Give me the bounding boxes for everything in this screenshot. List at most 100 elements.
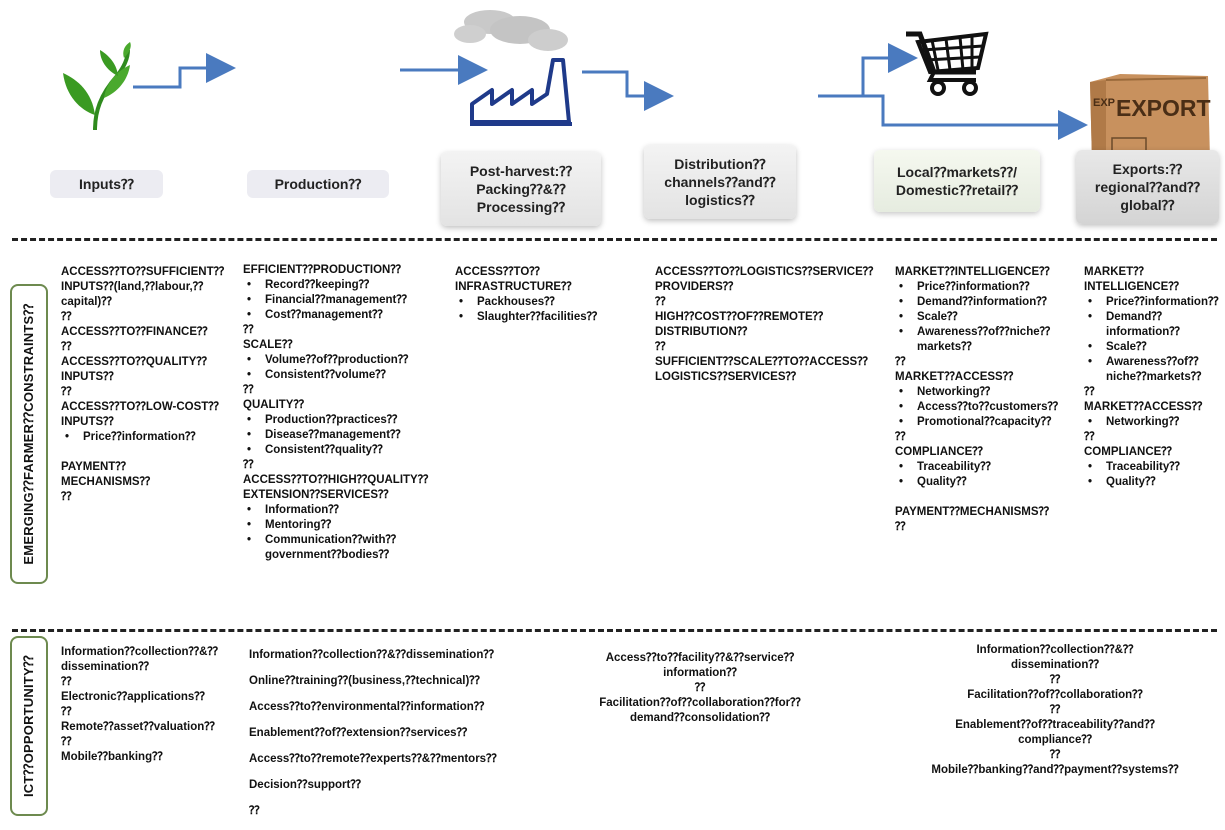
constraint-line: ACCESS⁇TO⁇HIGH⁇QUALITY⁇: [243, 474, 429, 486]
constraint-line: INPUTS⁇(land,⁇labour,⁇: [61, 281, 204, 293]
constraint-line: ⁇: [895, 431, 906, 443]
constraints-local-markets: MARKET⁇INTELLIGENCE⁇ Price⁇information⁇De…: [895, 265, 1075, 535]
factory-icon: [454, 10, 572, 126]
bullet-item: Networking⁇: [1084, 415, 1224, 430]
constraint-line: [895, 490, 1075, 505]
constraint-line: LOGISTICS⁇SERVICES⁇: [655, 371, 797, 383]
constraint-line: ⁇: [243, 324, 254, 336]
export-box-side-label: EXP: [1093, 97, 1115, 109]
constraint-line: [61, 445, 221, 460]
opportunity-line: Facilitation⁇of⁇collaboration⁇for⁇: [599, 697, 801, 709]
stage-local-markets: Local⁇markets⁇/ Domestic⁇retail⁇: [874, 150, 1040, 212]
constraint-line: ⁇: [61, 491, 72, 503]
constraint-line: ACCESS⁇TO⁇LOGISTICS⁇SERVICE⁇: [655, 266, 874, 278]
constraint-line: ACCESS⁇TO⁇QUALITY⁇: [61, 356, 207, 368]
constraint-line: PAYMENT⁇: [61, 461, 126, 473]
opportunity-line: Electronic⁇applications⁇: [61, 691, 205, 703]
constraint-line: ACCESS⁇TO⁇FINANCE⁇: [61, 326, 208, 338]
bullet-item: Access⁇to⁇customers⁇: [895, 400, 1075, 415]
stage-local-markets-label: Local⁇markets⁇/ Domestic⁇retail⁇: [895, 164, 1019, 198]
constraint-line: DISTRIBUTION⁇: [655, 326, 748, 338]
stage-distribution: Distribution⁇ channels⁇and⁇ logistics⁇: [644, 145, 796, 219]
opportunity-line: demand⁇consolidation⁇: [629, 712, 771, 724]
opportunity-line: Enablement⁇of⁇traceability⁇and⁇: [955, 719, 1155, 731]
opportunity-line: ⁇: [1049, 674, 1061, 686]
bullet-item: Record⁇keeping⁇: [243, 278, 433, 293]
bullet-item: Awareness⁇of⁇niche⁇: [895, 325, 1075, 340]
bullet-item: Mentoring⁇: [243, 518, 433, 533]
opportunity-line: dissemination⁇: [61, 661, 149, 673]
bullet-item: Traceability⁇: [895, 460, 1075, 475]
constraint-line: MARKET⁇: [1084, 266, 1144, 278]
constraint-line: ⁇: [655, 341, 666, 353]
opportunity-line: compliance⁇: [1018, 734, 1092, 746]
constraint-line: MARKET⁇INTELLIGENCE⁇: [895, 266, 1050, 278]
constraint-line: INPUTS⁇: [61, 416, 114, 428]
seedling-icon: [63, 42, 131, 131]
bullet-item: Financial⁇management⁇: [243, 293, 433, 308]
flow-arrow-1: [133, 53, 236, 89]
constraint-line: COMPLIANCE⁇: [1084, 446, 1172, 458]
constraint-line: MARKET⁇ACCESS⁇: [1084, 401, 1203, 413]
bullet-item: Consistent⁇volume⁇: [243, 368, 433, 383]
opportunity-line: Access⁇to⁇environmental⁇information⁇: [249, 701, 485, 713]
opportunity-line: Access⁇to⁇remote⁇experts⁇&⁇mentors⁇: [249, 753, 497, 765]
stage-inputs-label: Inputs⁇: [79, 176, 134, 192]
stage-production: Production⁇: [247, 170, 389, 198]
bullet-item: Consistent⁇quality⁇: [243, 443, 433, 458]
constraint-line: markets⁇: [917, 341, 972, 353]
ict-opportunity-production: Information⁇collection⁇&⁇dissemination⁇O…: [249, 648, 509, 830]
opportunity-line: ⁇: [61, 676, 72, 688]
constraint-line: INPUTS⁇: [61, 371, 114, 383]
constraint-line: INTELLIGENCE⁇: [1084, 281, 1179, 293]
opportunity-line: ⁇: [1049, 749, 1061, 761]
constraint-line: MECHANISMS⁇: [61, 476, 151, 488]
bullet-item: Quality⁇: [1084, 475, 1224, 490]
opportunity-line: information⁇: [663, 667, 737, 679]
bullet-item: Price⁇information⁇: [895, 280, 1075, 295]
opportunity-line: ⁇: [61, 736, 72, 748]
constraint-line: ACCESS⁇TO⁇: [455, 266, 540, 278]
bullet-item: Information⁇: [243, 503, 433, 518]
bullet-item: Promotional⁇capacity⁇: [895, 415, 1075, 430]
divider-top: [12, 238, 1217, 241]
bullet-item: Demand⁇: [1084, 310, 1224, 325]
constraint-line: ⁇: [243, 459, 254, 471]
flow-arrow-5: [863, 94, 1088, 140]
bullet-item: Scale⁇: [895, 310, 1075, 325]
constraint-line: capital)⁇: [61, 296, 112, 308]
bullet-item: Production⁇practices⁇: [243, 413, 433, 428]
constraints-distribution: ACCESS⁇TO⁇LOGISTICS⁇SERVICE⁇PROVIDERS⁇⁇H…: [655, 265, 874, 385]
constraints-production: EFFICIENT⁇PRODUCTION⁇Record⁇keeping⁇Fina…: [243, 263, 433, 563]
constraints-exports: MARKET⁇INTELLIGENCE⁇Price⁇information⁇De…: [1084, 265, 1224, 490]
opportunity-line: Mobile⁇banking⁇: [61, 751, 163, 763]
bullet-item: Slaughter⁇facilities⁇: [455, 310, 625, 325]
opportunity-line: Access⁇to⁇facility⁇&⁇service⁇: [605, 652, 795, 664]
opportunity-line: Online⁇training⁇(business,⁇technical)⁇: [249, 675, 480, 687]
bullet-item: Cost⁇management⁇: [243, 308, 433, 323]
opportunity-line: Decision⁇support⁇: [249, 779, 361, 791]
constraint-line: EXTENSION⁇SERVICES⁇: [243, 489, 389, 501]
flow-arrow-3: [582, 70, 674, 111]
bullet-item: Demand⁇information⁇: [895, 295, 1075, 310]
constraints-inputs: ACCESS⁇TO⁇SUFFICIENT⁇ INPUTS⁇(land,⁇labou…: [61, 265, 225, 505]
bullet-item: Scale⁇: [1084, 340, 1224, 355]
opportunity-line: Mobile⁇banking⁇and⁇payment⁇systems⁇: [931, 764, 1179, 776]
opportunity-line: dissemination⁇: [1011, 659, 1099, 671]
constraint-line: SUFFICIENT⁇SCALE⁇TO⁇ACCESS⁇: [655, 356, 868, 368]
bullet-item: Disease⁇management⁇: [243, 428, 433, 443]
shopping-cart-icon: [906, 31, 989, 96]
stage-exports-label: Exports:⁇ regional⁇and⁇ global⁇: [1094, 161, 1201, 213]
constraint-line: ⁇: [243, 384, 254, 396]
constraints-postharvest: ACCESS⁇TO⁇INFRASTRUCTURE⁇Packhouses⁇Slau…: [455, 265, 625, 325]
constraint-line: government⁇bodies⁇: [265, 549, 390, 561]
ict-opportunity-inputs: Information⁇collection⁇&⁇dissemination⁇⁇…: [61, 645, 236, 765]
constraint-line: SCALE⁇: [243, 339, 293, 351]
constraint-line: ACCESS⁇TO⁇SUFFICIENT⁇: [61, 266, 225, 278]
constraint-line: ⁇: [1084, 386, 1095, 398]
constraint-line: MARKET⁇ACCESS⁇: [895, 371, 1014, 383]
constraint-line: niche⁇markets⁇: [1106, 371, 1202, 383]
ict-opportunity-markets: Information⁇collection⁇&⁇dissemination⁇⁇…: [920, 643, 1190, 778]
row-label-opportunity: ICT⁇OPPORTUNITY⁇: [10, 636, 48, 816]
stage-inputs: Inputs⁇: [50, 170, 163, 198]
